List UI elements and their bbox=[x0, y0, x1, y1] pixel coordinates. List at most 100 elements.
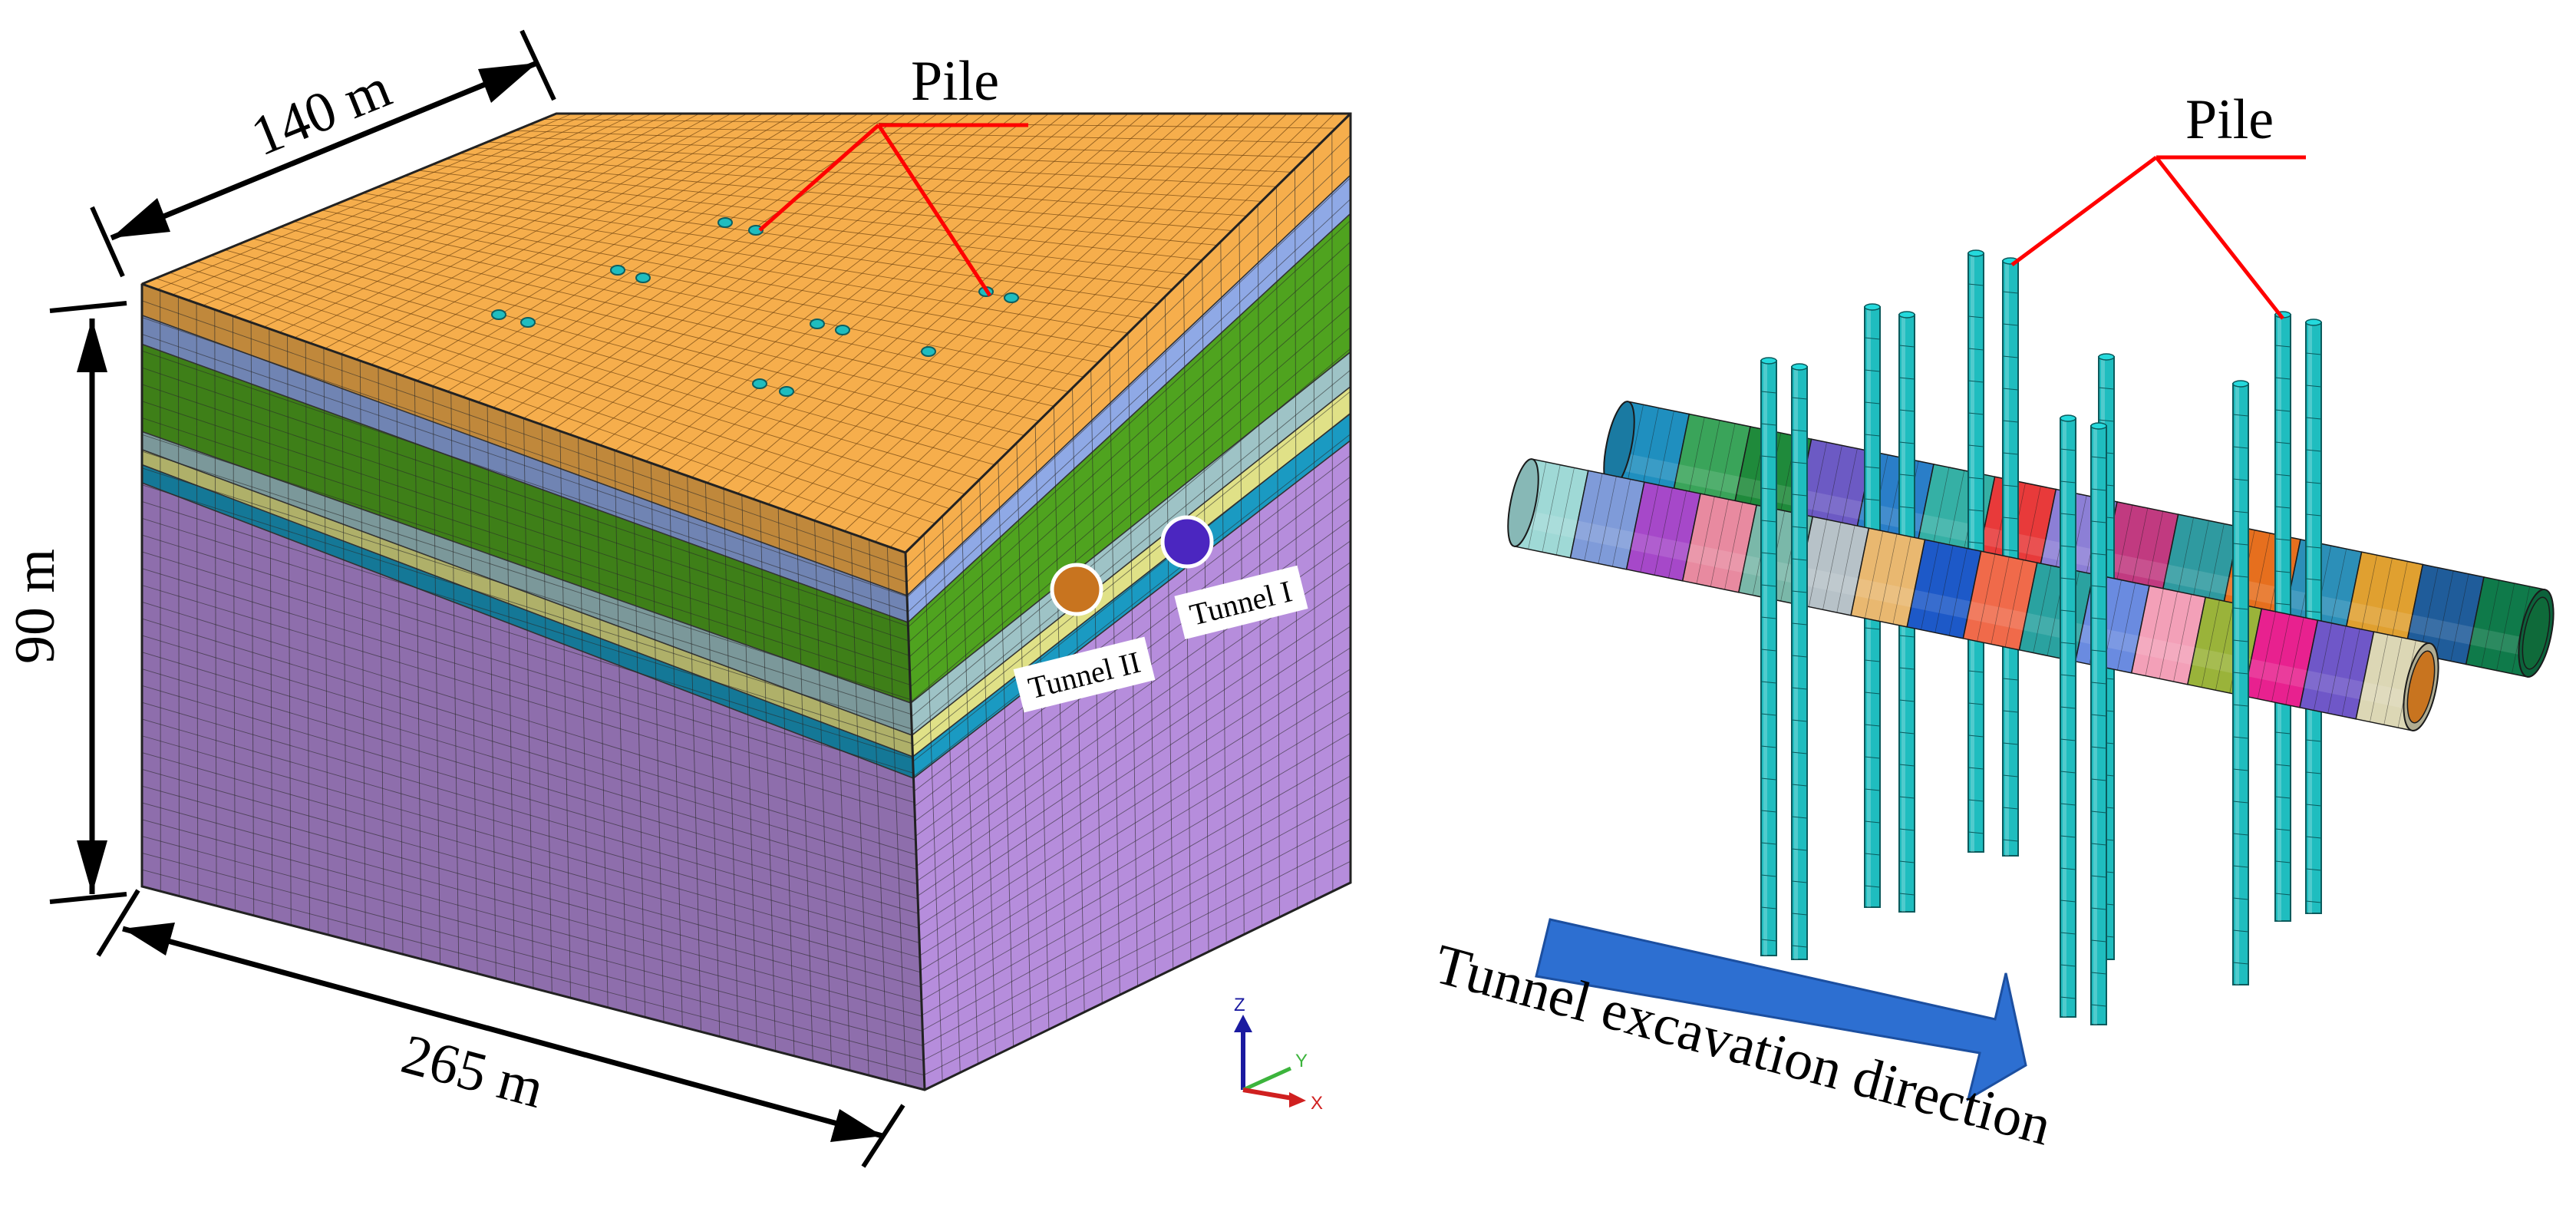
mesh-line bbox=[141, 618, 917, 855]
pile-head bbox=[520, 317, 536, 328]
pile-joint bbox=[2232, 607, 2249, 610]
pile-joint bbox=[2305, 385, 2322, 388]
pile-joint bbox=[1864, 627, 1881, 630]
pile-joint bbox=[1864, 466, 1881, 469]
pile-joint bbox=[2060, 996, 2076, 999]
pile-head bbox=[921, 346, 936, 357]
mesh-line bbox=[348, 198, 1129, 334]
pile-joint bbox=[2090, 1004, 2107, 1007]
pile-joint bbox=[2060, 738, 2076, 741]
pile-joint bbox=[1967, 380, 1984, 383]
pile-joint bbox=[1967, 831, 1984, 834]
pile-joint bbox=[2305, 578, 2322, 581]
pile-joint bbox=[2060, 706, 2076, 709]
mesh-line bbox=[141, 735, 920, 959]
tunnel-mesh bbox=[1892, 536, 1911, 625]
pile-joint bbox=[2232, 446, 2249, 449]
pile-joint bbox=[1864, 434, 1881, 437]
pile-joint bbox=[2060, 932, 2076, 935]
mesh-line bbox=[886, 546, 907, 1085]
tunnel-mesh bbox=[1948, 548, 1967, 636]
pile-joint bbox=[1760, 874, 1777, 877]
mesh-line bbox=[141, 785, 922, 1002]
pile-joint bbox=[2060, 480, 2076, 484]
pile-joint bbox=[2305, 771, 2322, 774]
pile-joint bbox=[1967, 412, 1984, 415]
mesh-line bbox=[632, 456, 646, 1018]
mesh-line bbox=[909, 305, 1351, 688]
height-label: 90 m bbox=[4, 549, 67, 664]
tunnel-mesh bbox=[2173, 594, 2192, 682]
mesh-line bbox=[909, 284, 1351, 672]
pile-top bbox=[2060, 414, 2076, 422]
tunnel-mesh bbox=[1668, 490, 1687, 579]
tunnel-mesh bbox=[2251, 533, 2271, 621]
mesh-line bbox=[487, 405, 496, 979]
tunnel-mesh bbox=[2004, 560, 2024, 648]
tunnel-end-face bbox=[2522, 596, 2551, 670]
mesh-line bbox=[595, 444, 609, 1008]
pile-joint bbox=[1864, 885, 1881, 888]
mesh-line bbox=[141, 418, 910, 671]
pile-joint bbox=[2002, 774, 2019, 777]
pile-joint bbox=[1760, 455, 1777, 458]
pile-head bbox=[610, 265, 625, 276]
mesh-line bbox=[210, 255, 980, 480]
pile-joint bbox=[2232, 962, 2249, 965]
mesh-line bbox=[155, 278, 921, 539]
pile-joint bbox=[2305, 449, 2322, 452]
tunnel-mesh bbox=[2383, 637, 2403, 725]
pile-joint bbox=[1967, 444, 1984, 447]
excavation-direction-arrow bbox=[1535, 918, 2027, 1102]
mesh-line bbox=[505, 411, 516, 984]
pile-joint bbox=[1967, 348, 1984, 351]
pile-joint bbox=[2060, 803, 2076, 806]
mesh-line bbox=[723, 488, 739, 1041]
tunnel-mesh bbox=[1611, 479, 1631, 567]
mesh-line bbox=[687, 475, 702, 1032]
pile-joint bbox=[1898, 667, 1915, 670]
pile-joint bbox=[2060, 642, 2076, 645]
pile-joint bbox=[1967, 283, 1984, 286]
pile-joint bbox=[2002, 710, 2019, 713]
mesh-line bbox=[376, 187, 1158, 305]
pile-joint bbox=[1760, 391, 1777, 394]
tunnel-mesh bbox=[2435, 570, 2454, 659]
mesh-line bbox=[321, 210, 1099, 363]
pile-joint bbox=[2090, 778, 2107, 781]
mesh-line bbox=[141, 652, 918, 885]
mesh-line bbox=[307, 215, 1084, 378]
mesh-line bbox=[141, 501, 913, 744]
tunnel-mesh bbox=[2257, 611, 2276, 699]
pile-joint bbox=[2060, 835, 2076, 838]
tunnel-mesh bbox=[2419, 567, 2439, 655]
pile-joint bbox=[2098, 387, 2115, 390]
pile-joint bbox=[2060, 867, 2076, 870]
pile-joint bbox=[2002, 291, 2019, 294]
mesh-line bbox=[141, 869, 925, 1076]
pile-joint bbox=[2090, 810, 2107, 814]
pile-joint bbox=[2274, 409, 2291, 412]
tunnel-mesh bbox=[1710, 499, 1729, 587]
pile-joint bbox=[1898, 860, 1915, 863]
pile-joint bbox=[2305, 513, 2322, 517]
pile-joint bbox=[1898, 893, 1915, 896]
mesh-line bbox=[487, 141, 1277, 187]
pile-highlight bbox=[2308, 322, 2312, 913]
pile-joint bbox=[1864, 724, 1881, 727]
pile-joint bbox=[2232, 897, 2249, 900]
pile-joint bbox=[2090, 972, 2107, 975]
pile-joint bbox=[1760, 777, 1777, 781]
mesh-line bbox=[396, 373, 404, 955]
mesh-line bbox=[141, 467, 912, 715]
mesh-line bbox=[832, 527, 851, 1071]
pile-joint bbox=[1760, 939, 1777, 942]
pile-joint bbox=[1898, 345, 1915, 348]
mesh-line bbox=[911, 348, 1351, 718]
pile-joint bbox=[1760, 649, 1777, 652]
pile-joint bbox=[2090, 939, 2107, 942]
pile-joint bbox=[2232, 478, 2249, 481]
mesh-line bbox=[919, 690, 1351, 956]
pile-joint bbox=[1898, 441, 1915, 444]
pile-top bbox=[1791, 363, 1808, 371]
